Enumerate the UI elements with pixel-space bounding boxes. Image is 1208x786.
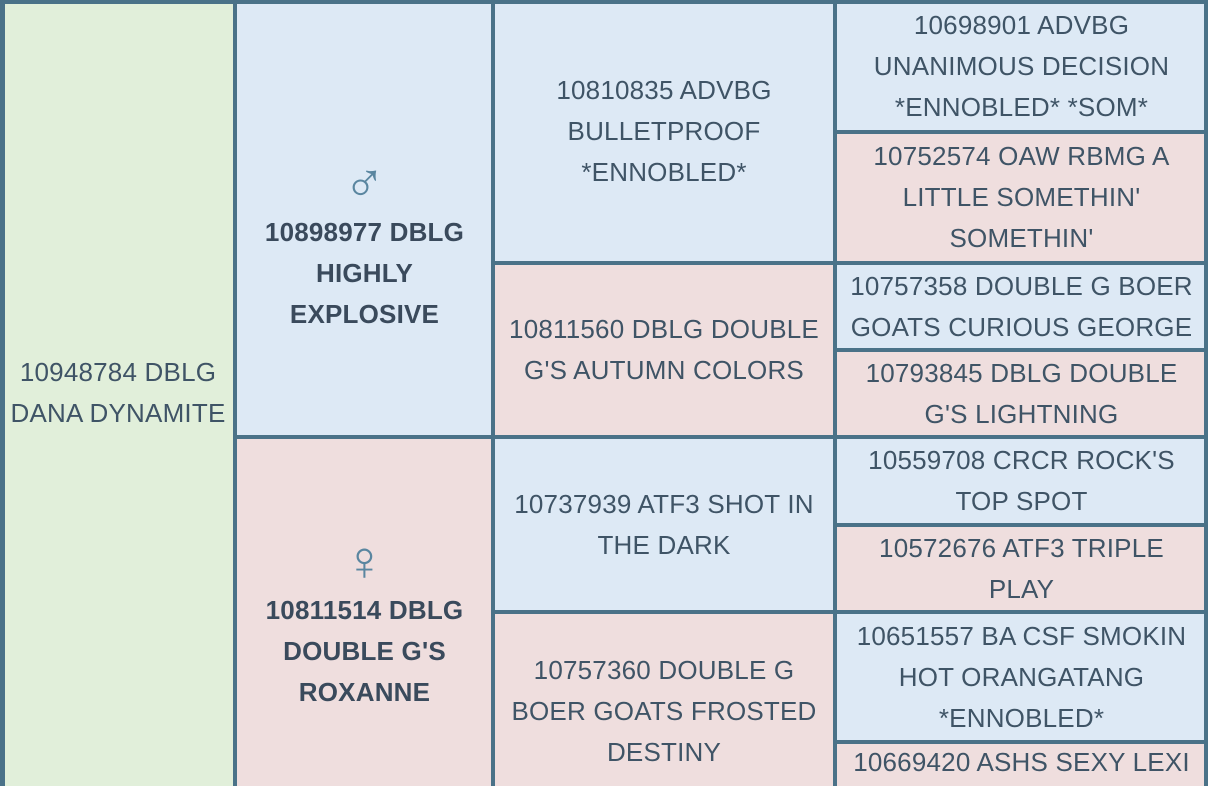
great-grandparent-label: 10651557 BA CSF SMOKIN HOT ORANGATANG *E…	[856, 620, 1187, 733]
subject-cell[interactable]: 10948784 DBLG DANA DYNAMITE	[0, 0, 236, 786]
great-grandparent-5[interactable]: 10559708 CRCR ROCK'S TOP SPOT	[835, 437, 1208, 525]
column-divider	[491, 0, 495, 786]
grandparent-sire-sire[interactable]: 10810835 ADVBG BULLETPROOF *ENNOBLED*	[493, 0, 835, 263]
dam-label: 10811514 DBLG DOUBLE G'S ROXANNE	[265, 595, 464, 707]
row-divider	[833, 523, 1208, 527]
grandparent-label: 10737939 ATF3 SHOT IN THE DARK	[514, 488, 814, 560]
border-right	[1204, 0, 1208, 786]
column-divider	[833, 0, 837, 786]
great-grandparent-3[interactable]: 10757358 DOUBLE G BOER GOATS CURIOUS GEO…	[835, 263, 1208, 350]
border-top	[0, 0, 1208, 4]
column-divider	[233, 0, 237, 786]
subject-label: 10948784 DBLG DANA DYNAMITE	[10, 357, 226, 428]
grandparent-label: 10811560 DBLG DOUBLE G'S AUTUMN COLORS	[509, 314, 819, 385]
great-grandparent-1[interactable]: 10698901 ADVBG UNANIMOUS DECISION *ENNOB…	[835, 0, 1208, 132]
great-grandparent-6[interactable]: 10572676 ATF3 TRIPLE PLAY	[835, 525, 1208, 612]
great-grandparent-label: 10669420 ASHS SEXY LEXI	[853, 747, 1190, 777]
row-divider	[233, 435, 1208, 439]
female-icon: ♀	[343, 529, 386, 592]
border-left	[0, 0, 5, 786]
great-grandparent-label: 10572676 ATF3 TRIPLE PLAY	[879, 532, 1164, 604]
grandparent-dam-sire[interactable]: 10737939 ATF3 SHOT IN THE DARK	[493, 437, 835, 612]
great-grandparent-label: 10793845 DBLG DOUBLE G'S LIGHTNING	[865, 357, 1178, 429]
great-grandparent-2[interactable]: 10752574 OAW RBMG A LITTLE SOMETHIN' SOM…	[835, 132, 1208, 263]
great-grandparent-label: 10559708 CRCR ROCK'S TOP SPOT	[868, 445, 1175, 516]
row-divider	[491, 610, 1208, 614]
sire-label: 10898977 DBLG HIGHLY EXPLOSIVE	[264, 217, 465, 329]
great-grandparent-4[interactable]: 10793845 DBLG DOUBLE G'S LIGHTNING	[835, 350, 1208, 437]
row-divider	[833, 130, 1208, 134]
male-icon: ♂	[343, 151, 386, 214]
row-divider	[833, 740, 1208, 744]
great-grandparent-label: 10752574 OAW RBMG A LITTLE SOMETHIN' SOM…	[873, 141, 1170, 253]
grandparent-label: 10757360 DOUBLE G BOER GOATS FROSTED DES…	[511, 654, 817, 767]
row-divider	[833, 348, 1208, 352]
grandparent-label: 10810835 ADVBG BULLETPROOF *ENNOBLED*	[556, 75, 772, 187]
great-grandparent-label: 10757358 DOUBLE G BOER GOATS CURIOUS GEO…	[850, 270, 1193, 342]
great-grandparent-label: 10698901 ADVBG UNANIMOUS DECISION *ENNOB…	[873, 9, 1170, 122]
great-grandparent-8[interactable]: 10669420 ASHS SEXY LEXI	[835, 742, 1208, 786]
row-divider	[491, 261, 1208, 265]
sire-cell[interactable]: ♂ 10898977 DBLG HIGHLY EXPLOSIVE	[236, 0, 493, 437]
dam-cell[interactable]: ♀ 10811514 DBLG DOUBLE G'S ROXANNE	[236, 437, 493, 786]
grandparent-sire-dam[interactable]: 10811560 DBLG DOUBLE G'S AUTUMN COLORS	[493, 263, 835, 437]
great-grandparent-7[interactable]: 10651557 BA CSF SMOKIN HOT ORANGATANG *E…	[835, 612, 1208, 742]
grandparent-dam-dam[interactable]: 10757360 DOUBLE G BOER GOATS FROSTED DES…	[493, 612, 835, 786]
